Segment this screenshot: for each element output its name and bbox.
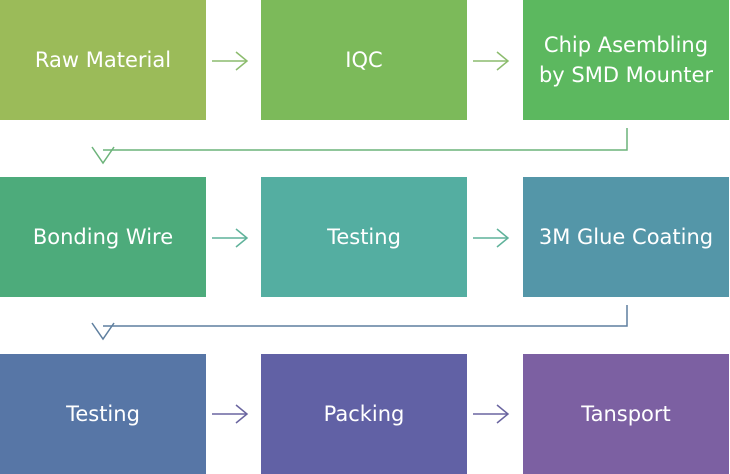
step-testing-1: Testing <box>261 177 467 297</box>
step-iqc: IQC <box>261 0 467 120</box>
wrap-arrow-icon <box>91 128 628 165</box>
step-glue-coating: 3M Glue Coating <box>523 177 729 297</box>
step-label: 3M Glue Coating <box>538 225 714 249</box>
arrow-right-icon <box>212 228 249 248</box>
step-raw-material: Raw Material <box>0 0 206 120</box>
step-label: Packing <box>323 402 405 426</box>
step-chip-assembling: Chip Asembling by SMD Mounter <box>523 0 729 120</box>
step-label: Testing <box>66 402 140 426</box>
arrow-right-icon <box>473 228 510 248</box>
wrap-arrow-icon <box>91 305 628 341</box>
step-label: IQC <box>345 48 383 72</box>
step-label: Raw Material <box>34 48 172 72</box>
arrow-right-icon <box>212 404 249 424</box>
arrow-right-icon <box>212 51 249 71</box>
step-transport: Tansport <box>523 354 729 474</box>
step-label: Tansport <box>581 402 671 426</box>
step-testing-2: Testing <box>0 354 206 474</box>
step-bonding-wire: Bonding Wire <box>0 177 206 297</box>
arrow-right-icon <box>473 51 510 71</box>
step-label: Chip Asembling by SMD Mounter <box>538 33 714 87</box>
step-label: Testing <box>327 225 401 249</box>
step-packing: Packing <box>261 354 467 474</box>
arrow-right-icon <box>473 404 510 424</box>
step-label: Bonding Wire <box>32 225 174 249</box>
